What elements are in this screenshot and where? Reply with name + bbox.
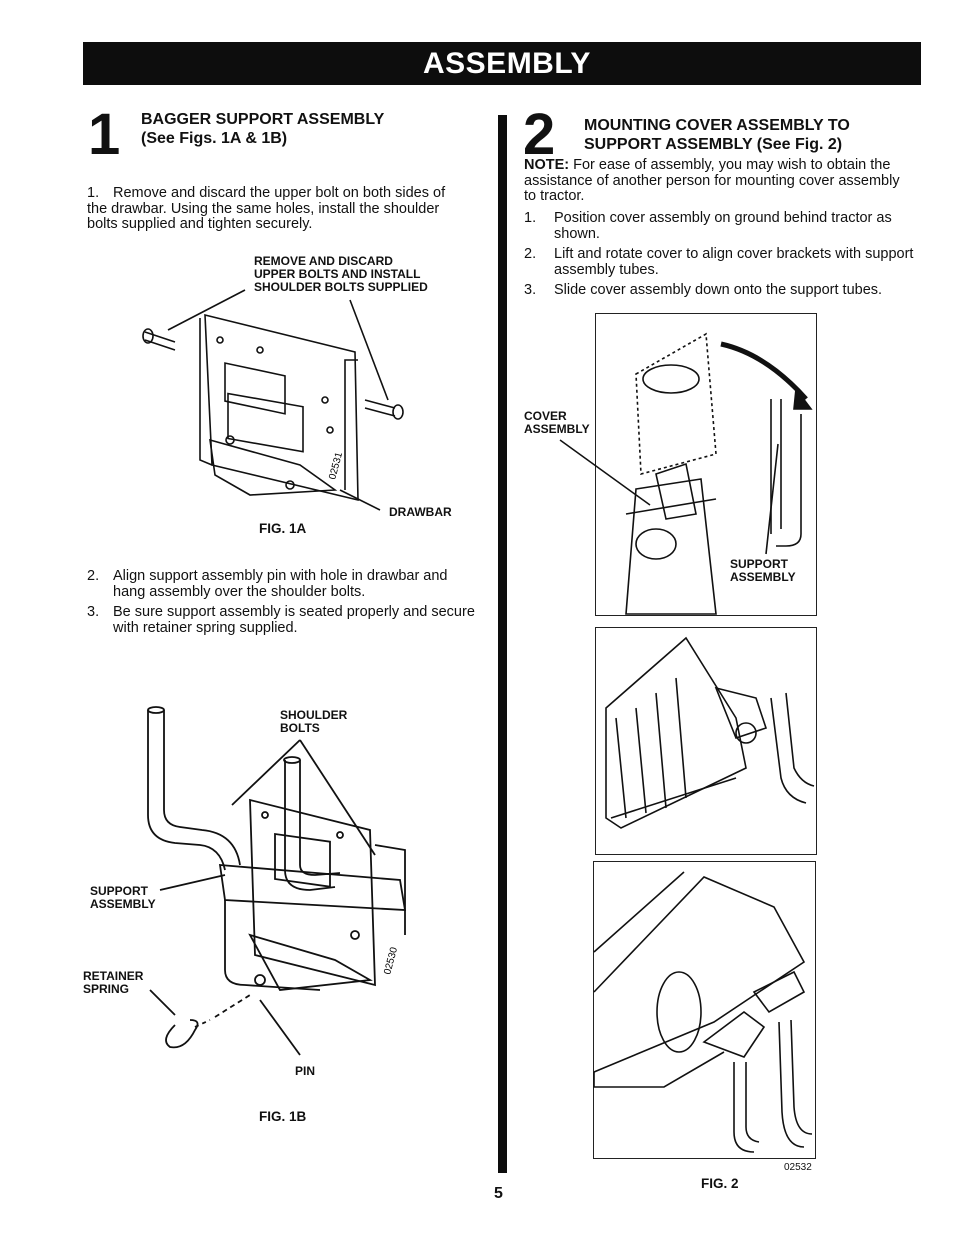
list-number: 3. — [87, 604, 100, 620]
list-number: 2. — [87, 568, 100, 584]
callout-line: ASSEMBLY — [90, 897, 156, 911]
item-text-line: shown. — [554, 225, 600, 242]
step-1-heading-line-1: BAGGER SUPPORT ASSEMBLY — [141, 111, 385, 128]
callout-line: SHOULDER — [280, 708, 348, 722]
item-text-line: bolts supplied and tighten securely. — [87, 216, 313, 232]
item-text-line: Slide cover assembly down onto the suppo… — [554, 282, 883, 298]
fig1b-callout-support: SUPPORT ASSEMBLY — [90, 885, 156, 911]
step-1-heading-line-2: (See Figs. 1A & 1B) — [141, 130, 288, 147]
callout-line: SUPPORT — [730, 557, 789, 571]
section-banner: ASSEMBLY — [83, 42, 921, 85]
fig2-callout-cover: COVER ASSEMBLY — [524, 410, 590, 436]
callout-line: BOLTS — [280, 721, 320, 735]
step-1-number: 1 — [88, 102, 121, 167]
list-number: 2. — [524, 246, 537, 262]
fig2-callout-support: SUPPORT ASSEMBLY — [730, 558, 796, 584]
fig1b-caption: FIG. 1B — [259, 1109, 307, 1124]
item-text-line: Remove and discard the upper bolt on bot… — [113, 185, 446, 201]
fig2-panel-2-drawing — [605, 636, 815, 829]
fig1b-callout-shoulder: SHOULDER BOLTS — [280, 709, 347, 735]
fig2-panel-2 — [595, 627, 817, 855]
fig2-caption: FIG. 2 — [701, 1176, 739, 1191]
fig2-part-number: 02532 — [784, 1162, 812, 1173]
callout-line: ASSEMBLY — [524, 422, 590, 436]
callout-line: SUPPORT — [90, 884, 149, 898]
list-number: 3. — [524, 282, 537, 298]
item-text-line: Be sure support assembly is seated prope… — [113, 604, 475, 620]
item-text-line: assembly tubes. — [554, 261, 659, 278]
fig1a-callout-remove: REMOVE AND DISCARD UPPER BOLTS AND INSTA… — [254, 255, 428, 294]
fig1a-drawbar-illustration: 02531 — [142, 289, 404, 511]
item-text-line: Position cover assembly on ground behind… — [554, 210, 892, 226]
step-2-heading: MOUNTING COVER ASSEMBLY TO SUPPORT ASSEM… — [584, 116, 850, 154]
fig1b-callout-pin: PIN — [295, 1064, 316, 1078]
callout-line: SPRING — [83, 982, 130, 996]
fig2-panel-3 — [593, 861, 816, 1159]
item-text-line: Lift and rotate cover to align cover bra… — [554, 246, 914, 262]
fig1b-support-illustration: 02530 — [147, 706, 407, 1056]
callout-line: REMOVE AND DISCARD — [254, 254, 393, 268]
list-number: 1. — [87, 185, 100, 201]
note-text-line: assistance of another person for mountin… — [524, 172, 900, 189]
fig2-panel-3-drawing — [593, 871, 813, 1153]
list-number: 1. — [524, 210, 537, 226]
column-divider — [498, 115, 507, 1173]
callout-line: UPPER BOLTS AND INSTALL — [254, 267, 421, 281]
note-text-line: For ease of assembly, you may wish to ob… — [573, 157, 891, 173]
callout-line: ASSEMBLY — [730, 570, 796, 584]
fig2-panel-1-drawing — [625, 332, 813, 615]
callout-line: SHOULDER BOLTS SUPPLIED — [254, 280, 428, 294]
fig1b-callout-retainer: RETAINER SPRING — [83, 970, 143, 996]
step-2-heading-line-1: MOUNTING COVER ASSEMBLY TO — [584, 117, 850, 134]
step-2-note: NOTE: For ease of assembly, you may wish… — [524, 157, 924, 205]
page-number: 5 — [494, 1185, 503, 1202]
fig1a-caption: FIG. 1A — [259, 521, 307, 536]
callout-line: COVER — [524, 409, 567, 423]
fig1b-part-number: 02530 — [382, 946, 400, 976]
step-2-number: 2 — [523, 102, 556, 167]
callout-line: RETAINER — [83, 969, 144, 983]
note-text-line: to tractor. — [524, 188, 585, 204]
note-label: NOTE: — [524, 157, 570, 173]
fig2-cover-leader — [559, 439, 651, 506]
item-text-line: with retainer spring supplied. — [113, 619, 298, 636]
item-text-line: hang assembly over the shoulder bolts. — [113, 583, 366, 600]
fig1a-part-number: 02531 — [327, 451, 345, 481]
item-text-line: Align support assembly pin with hole in … — [113, 568, 448, 584]
fig1a-callout-drawbar: DRAWBAR — [389, 505, 452, 519]
step-1-heading: BAGGER SUPPORT ASSEMBLY (See Figs. 1A & … — [141, 110, 384, 148]
fig2-panel-1 — [595, 313, 817, 616]
step-2-heading-line-2: SUPPORT ASSEMBLY (See Fig. 2) — [584, 136, 843, 153]
item-text-line: the drawbar. Using the same holes, insta… — [87, 200, 440, 217]
